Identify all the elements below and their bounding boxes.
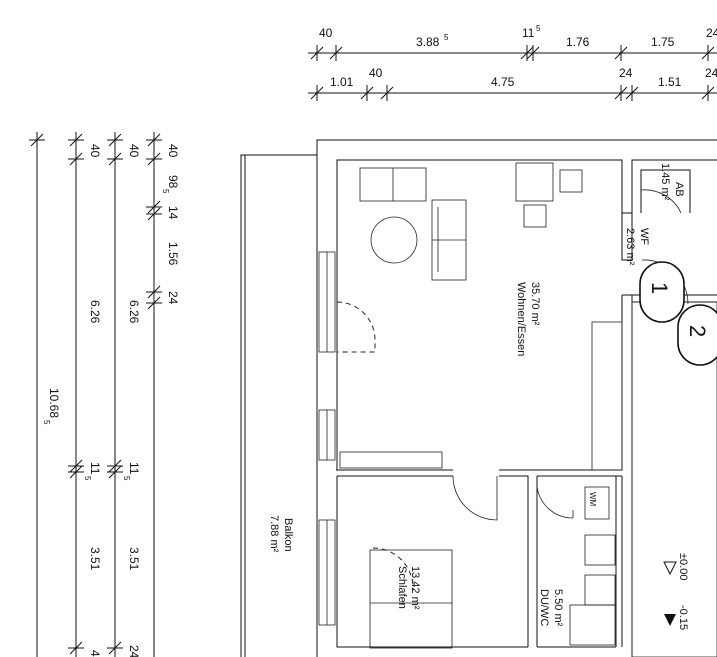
room-ab-name: AB: [673, 182, 685, 197]
dim-left4-0: 40: [166, 144, 180, 158]
dim-left1-0-sup: 5: [42, 420, 51, 425]
room-labels: 35.70 m² Wohnen/Essen AB 1.45 m² WF 2.63…: [268, 163, 685, 627]
dim-left2-0: 40: [88, 144, 102, 158]
dim-left3-4: 24: [127, 645, 141, 657]
unit-1-marker: [639, 261, 685, 323]
room-balkon-area: 7.88 m²: [268, 515, 280, 553]
level-markers: ±0.00 -0.15: [663, 553, 689, 630]
dim-left4-3: 1.56: [166, 242, 180, 266]
dim-top2-0: 1.01: [330, 75, 354, 89]
dim-left3-3: 3.51: [127, 547, 141, 571]
dim-top1-5: 24: [706, 26, 717, 40]
dim-left3-2: 11: [127, 462, 141, 475]
dim-top1-1: 3.88: [416, 35, 440, 49]
dim-top2-4: 1.51: [658, 75, 682, 89]
dim-left2-2: 11: [88, 462, 102, 475]
dim-left4-4: 24: [166, 291, 180, 305]
unit-1-label: 1: [647, 282, 672, 294]
dim-top2-3: 24: [619, 66, 633, 80]
dim-top1-4: 1.75: [651, 35, 675, 49]
dim-top1-2: 11: [522, 26, 535, 40]
level-zero-label: ±0.00: [677, 553, 689, 580]
room-balkon-name: Balkon: [282, 518, 294, 552]
room-schlafen-name: Schlafen: [396, 566, 408, 609]
dim-left3-0: 40: [127, 144, 141, 158]
level-minus-label: -0.15: [677, 605, 689, 630]
dim-left2-4: 4: [88, 650, 102, 657]
walls: [316, 139, 717, 657]
room-wohnen-area: 35.70 m²: [529, 282, 541, 326]
dim-top1-2-sup: 5: [536, 24, 541, 33]
dim-left4-1: 98: [166, 175, 180, 189]
room-wf-area: 2.63 m²: [624, 228, 636, 266]
room-ab-area: 1.45 m²: [659, 163, 671, 201]
dim-left3-2-sup: 5: [122, 476, 131, 481]
dim-left2-3: 3.51: [88, 547, 102, 571]
unit-2-label: 2: [685, 325, 710, 337]
room-schlafen-area: 13.42 m²: [409, 566, 421, 610]
dim-left2-2-sup: 5: [83, 476, 92, 481]
level-minus-icon: [664, 614, 676, 626]
dim-left1-0: 10.68: [47, 388, 61, 418]
room-duwc-area: 5.50 m²: [552, 589, 564, 627]
room-wf-name: WF: [638, 228, 650, 245]
dim-left3-1: 6.26: [127, 300, 141, 324]
dim-top2-1: 40: [369, 66, 383, 80]
wm-label: WM: [588, 492, 597, 507]
dim-left4-1-sup: 5: [161, 189, 170, 194]
dim-top2-2: 4.75: [491, 75, 515, 89]
left-dimension-chains: 10.68 5 40 6.26 11 5 3.51 4 40 6.26 11 5…: [29, 132, 180, 657]
dim-top1-0: 40: [319, 26, 333, 40]
dim-top1-1-sup: 5: [444, 33, 449, 42]
room-wohnen-name: Wohnen/Essen: [515, 282, 527, 356]
dim-top1-3: 1.76: [566, 35, 590, 49]
level-zero-icon: [663, 561, 677, 576]
unit-markers: 1 2: [639, 261, 717, 366]
unit-2-marker: [677, 304, 717, 366]
dim-left4-2: 14: [166, 206, 180, 220]
room-duwc-name: DU/WC: [538, 589, 550, 626]
dim-top2-5: 24: [705, 66, 717, 80]
top-dimension-chains: 40 3.88 5 11 5 1.76 1.75 24 1.01 40 4.75…: [308, 24, 717, 101]
balcony: [240, 154, 317, 657]
dim-left2-1: 6.26: [88, 300, 102, 324]
